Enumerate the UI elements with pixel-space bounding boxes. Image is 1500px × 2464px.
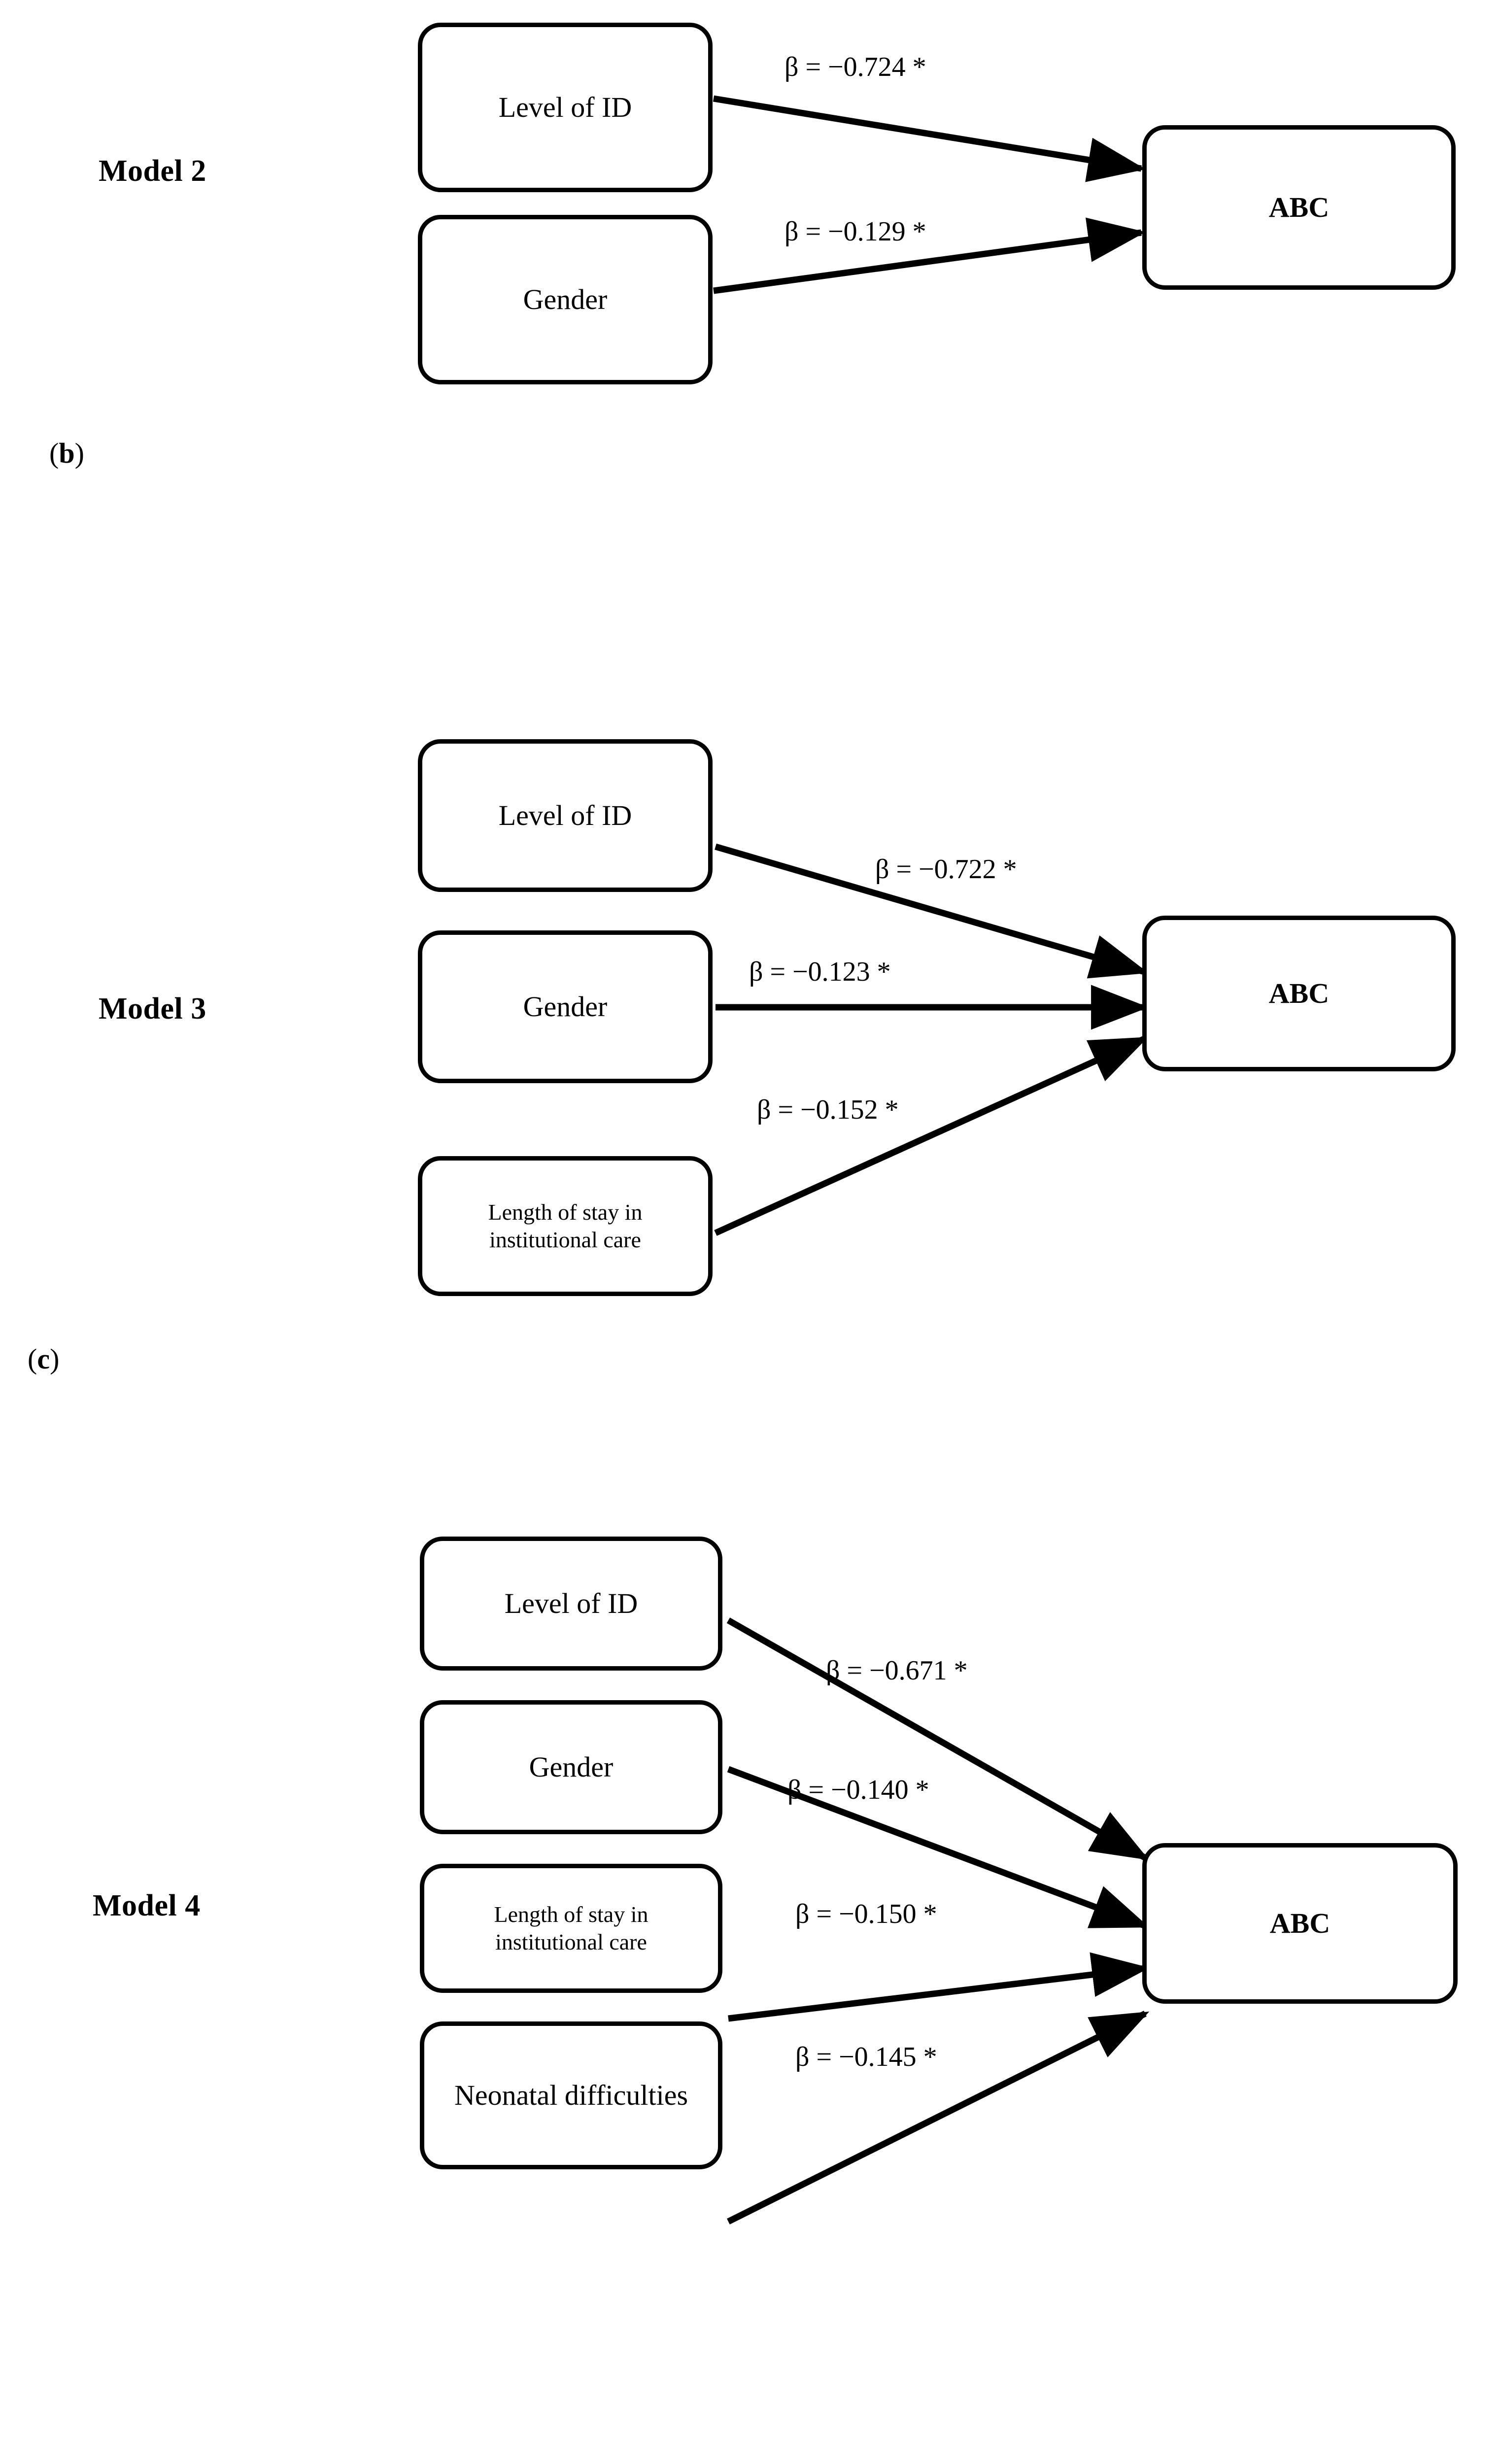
node-gender-model-3[interactable]: Gender <box>418 930 713 1083</box>
beta-label-gender-model-2: β = −0.129 * <box>784 216 926 247</box>
node-length-of-stay-model-3[interactable]: Length of stay in institutional care <box>418 1156 713 1296</box>
node-neonatal-difficulties-model-4[interactable]: Neonatal difficulties <box>420 2021 722 2169</box>
node-abc-model-3[interactable]: ABC <box>1142 916 1456 1071</box>
node-abc-model-4[interactable]: ABC <box>1142 1843 1458 2004</box>
caption-b-close: ) <box>74 437 84 469</box>
node-level-of-id-model-3[interactable]: Level of ID <box>418 739 713 892</box>
node-gender-model-4[interactable]: Gender <box>420 1700 722 1834</box>
caption-c: (c) <box>28 1342 59 1375</box>
panel-model-3: Model 3 Level of ID Gender Length of sta… <box>0 715 1500 1404</box>
beta-label-level-of-id-model-4: β = −0.671 * <box>826 1655 968 1686</box>
beta-label-length-of-stay-model-4: β = −0.150 * <box>795 1899 937 1929</box>
model-3-label: Model 3 <box>99 992 206 1026</box>
node-level-of-id-model-2[interactable]: Level of ID <box>418 23 713 192</box>
caption-c-letter: c <box>37 1343 50 1375</box>
beta-label-neonatal-model-4: β = −0.145 * <box>795 2042 937 2072</box>
beta-label-gender-model-4: β = −0.140 * <box>787 1775 929 1805</box>
panel-model-4: Model 4 Level of ID Gender Length of sta… <box>0 1528 1500 2464</box>
caption-c-close: ) <box>50 1343 60 1375</box>
node-gender-model-2[interactable]: Gender <box>418 215 713 384</box>
panel-model-2: Model 2 Level of ID Gender ABC β = −0.72… <box>0 0 1500 493</box>
caption-c-open: ( <box>28 1343 37 1375</box>
beta-label-level-of-id-model-2: β = −0.724 * <box>784 52 926 82</box>
caption-b: (b) <box>49 437 84 470</box>
node-abc-model-2[interactable]: ABC <box>1142 125 1456 290</box>
beta-label-length-of-stay-model-3: β = −0.152 * <box>757 1095 899 1125</box>
beta-label-level-of-id-model-3: β = −0.722 * <box>875 854 1017 885</box>
model-2-label: Model 2 <box>99 154 206 188</box>
node-length-of-stay-model-4[interactable]: Length of stay in institutional care <box>420 1864 722 1993</box>
beta-label-gender-model-3: β = −0.123 * <box>749 957 891 987</box>
caption-b-letter: b <box>59 437 75 469</box>
node-level-of-id-model-4[interactable]: Level of ID <box>420 1537 722 1671</box>
caption-b-open: ( <box>49 437 59 469</box>
model-4-label: Model 4 <box>93 1889 201 1922</box>
